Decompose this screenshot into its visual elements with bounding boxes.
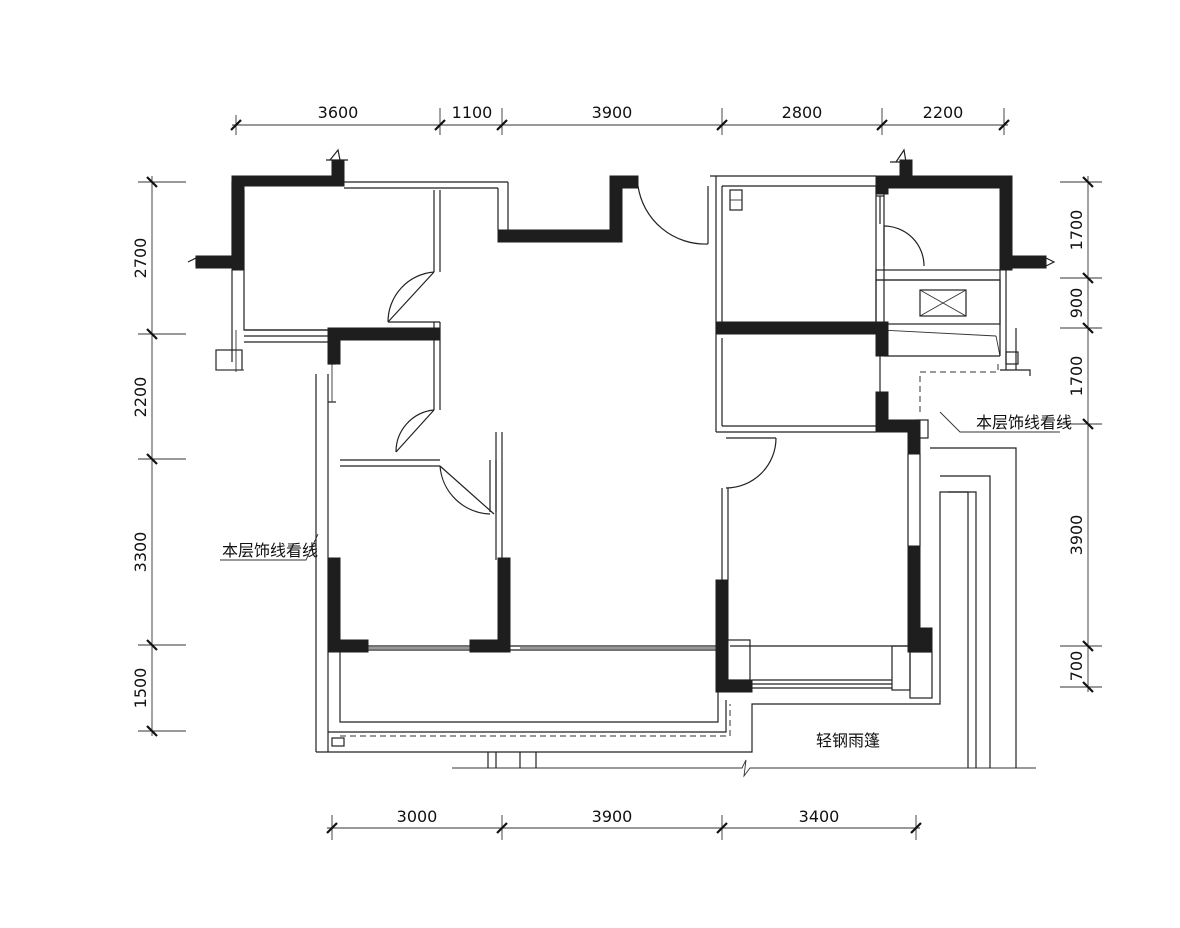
dim-bottom-3: 3400 bbox=[799, 807, 840, 826]
dim-right-5: 700 bbox=[1067, 651, 1086, 682]
dim-right-2: 900 bbox=[1067, 288, 1086, 319]
door-swings bbox=[387, 185, 925, 515]
dim-left-3: 3300 bbox=[131, 532, 150, 573]
dim-top-2: 1100 bbox=[452, 103, 493, 122]
dim-bottom-1: 3000 bbox=[397, 807, 438, 826]
outline-lines bbox=[187, 148, 1060, 778]
dim-right-1: 1700 bbox=[1067, 210, 1086, 251]
decor-line-label-right: 本层饰线看线 bbox=[976, 413, 1072, 432]
dim-left-1: 2700 bbox=[131, 238, 150, 279]
canopy-label: 轻钢雨篷 bbox=[816, 731, 880, 750]
annotations: 本层饰线看线 本层饰线看线 轻钢雨篷 bbox=[222, 413, 1072, 750]
dim-top-1: 3600 bbox=[318, 103, 359, 122]
dim-top-4: 2800 bbox=[782, 103, 823, 122]
dim-right-3: 1700 bbox=[1067, 356, 1086, 397]
dim-top-3: 3900 bbox=[592, 103, 633, 122]
dimension-left: 2700 2200 3300 1500 bbox=[131, 176, 186, 737]
dim-left-4: 1500 bbox=[131, 668, 150, 709]
dim-left-2: 2200 bbox=[131, 377, 150, 418]
decor-line-label-left: 本层饰线看线 bbox=[222, 541, 318, 560]
dim-bottom-2: 3900 bbox=[592, 807, 633, 826]
dimension-right: 1700 900 1700 3900 700 bbox=[1060, 176, 1102, 693]
structural-walls bbox=[195, 159, 1047, 693]
dim-right-4: 3900 bbox=[1067, 515, 1086, 556]
dim-top-5: 2200 bbox=[923, 103, 964, 122]
dimension-top: 3600 1100 3900 2800 2200 bbox=[230, 103, 1010, 135]
dimension-bottom: 3000 3900 3400 bbox=[326, 807, 922, 840]
